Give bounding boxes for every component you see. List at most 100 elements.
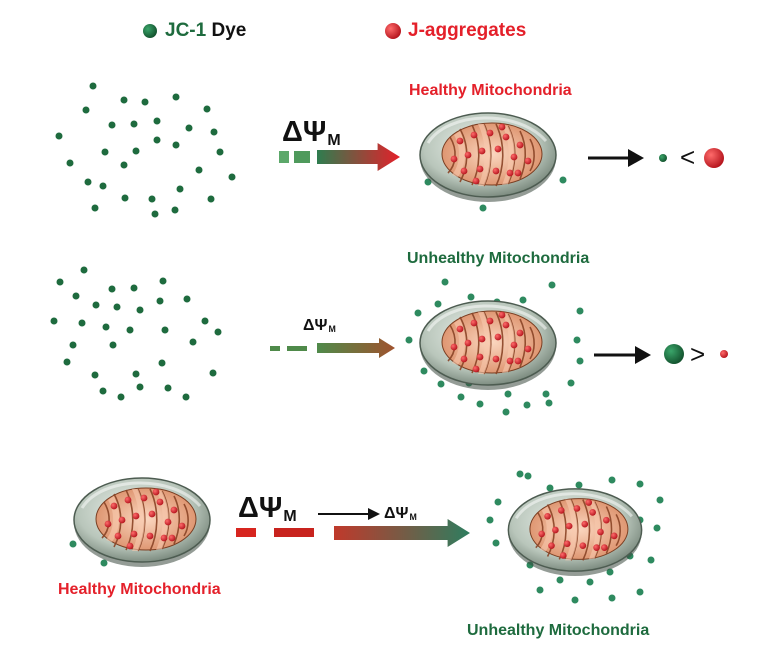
row1-potential-sub: M <box>327 131 341 149</box>
row2-potential-label: ΔΨM <box>303 318 336 334</box>
dye-dot <box>109 341 117 349</box>
j-aggregate-dot <box>478 147 486 155</box>
row1-comparison: < <box>680 142 696 172</box>
dye-dot <box>548 281 556 289</box>
j-aggregate-dot <box>514 357 522 365</box>
dye-dot <box>576 357 584 365</box>
j-aggregate-dot <box>510 341 518 349</box>
dye-dot <box>82 106 90 114</box>
dye-dot <box>153 117 161 125</box>
dye-dot <box>153 136 161 144</box>
j-aggregate-dot <box>476 353 484 361</box>
dye-dot <box>102 323 110 331</box>
row1-potential-symbol: ΔΨ <box>282 116 327 148</box>
j-aggregate-dot <box>548 542 555 550</box>
dye-dot <box>176 185 184 193</box>
row1-large-aggregate-dot <box>704 148 724 168</box>
j-aggregate-dot <box>573 505 581 512</box>
j-aggregate-dot <box>498 311 506 319</box>
dye-dot <box>209 369 217 377</box>
dye-dot <box>203 105 211 113</box>
j-aggregate-dot <box>524 345 532 353</box>
row2-arrow <box>317 338 395 358</box>
row1-arrow <box>317 143 400 171</box>
dye-dot <box>467 293 475 301</box>
dye-dot <box>164 384 172 392</box>
j-aggregate-dot <box>114 532 122 540</box>
row2-mitochondrion <box>418 299 558 392</box>
dye-dot <box>516 470 524 478</box>
dye-dot <box>130 284 138 292</box>
dye-dot <box>576 307 584 315</box>
dye-dot <box>653 524 661 532</box>
j-aggregate-dot <box>492 167 500 175</box>
j-aggregate-dot <box>492 355 500 363</box>
dye-dot <box>151 210 159 218</box>
dye-dot <box>113 303 121 311</box>
j-aggregate-dot <box>470 319 478 327</box>
legend-aggregate-dot <box>385 23 401 39</box>
dye-dot <box>55 132 63 140</box>
row3-healthy-mitochondrion <box>72 476 212 569</box>
dye-dot <box>84 178 92 186</box>
dye-dot <box>536 586 544 594</box>
j-aggregate-dot <box>168 534 176 542</box>
j-aggregate-dot <box>498 123 506 131</box>
j-aggregate-dot <box>579 542 587 550</box>
dye-dot <box>214 328 222 336</box>
j-aggregate-dot <box>494 145 502 153</box>
dye-dot <box>573 336 581 344</box>
j-aggregate-dot <box>464 151 472 159</box>
j-aggregate-dot <box>170 506 178 514</box>
legend-dye-suffix: Dye <box>211 20 247 41</box>
j-aggregate-dot <box>460 355 468 363</box>
dye-dot <box>571 596 579 604</box>
dye-dot <box>108 285 116 293</box>
j-aggregate-dot <box>450 155 458 163</box>
dye-dot <box>647 556 655 564</box>
row2-large-dye-dot <box>664 344 684 364</box>
j-aggregate-dot <box>160 534 168 542</box>
dye-dot <box>136 306 144 314</box>
row2-comparison: > <box>690 339 706 369</box>
row1-mitochondrion <box>418 111 558 204</box>
row3-arrow <box>334 519 470 547</box>
row2-small-aggregate-dot <box>720 350 728 358</box>
j-aggregate-dot <box>126 542 134 550</box>
dye-dot <box>172 141 180 149</box>
dye-dot <box>130 120 138 128</box>
j-aggregate-dot <box>178 522 186 530</box>
j-aggregate-dot <box>593 544 600 551</box>
j-aggregate-dot <box>118 516 126 524</box>
row2-result-arrow <box>594 346 651 364</box>
dye-dot <box>172 93 180 101</box>
dye-dot <box>523 401 531 409</box>
dye-dot <box>69 341 77 349</box>
dye-dot <box>437 380 445 388</box>
dye-dot <box>120 161 128 169</box>
j-aggregate-dot <box>110 502 118 510</box>
row3-potential-small-label: ΔΨM <box>384 506 417 522</box>
j-aggregate-dot <box>132 512 140 520</box>
j-aggregate-dot <box>563 540 571 548</box>
j-aggregate-dot <box>478 335 486 343</box>
dye-dot <box>92 301 100 309</box>
dye-dot <box>182 393 190 401</box>
dye-dot <box>183 295 191 303</box>
dye-dot <box>99 387 107 395</box>
j-aggregate-dot <box>544 512 551 520</box>
row3-right-title: Unhealthy Mitochondria <box>467 622 650 639</box>
dye-dot <box>201 317 209 325</box>
dye-dot <box>132 370 140 378</box>
dye-dot <box>216 148 224 156</box>
j-aggregate-dot <box>514 169 522 177</box>
dye-dot <box>69 540 77 548</box>
dye-dot <box>502 408 510 416</box>
j-aggregate-dot <box>552 526 559 534</box>
j-aggregate-dot <box>450 343 458 351</box>
mitochondria-layer <box>72 111 644 578</box>
dye-dot <box>636 588 644 596</box>
row3-thin-arrow-head <box>368 508 380 520</box>
row3-unhealthy-mitochondrion <box>506 487 644 578</box>
